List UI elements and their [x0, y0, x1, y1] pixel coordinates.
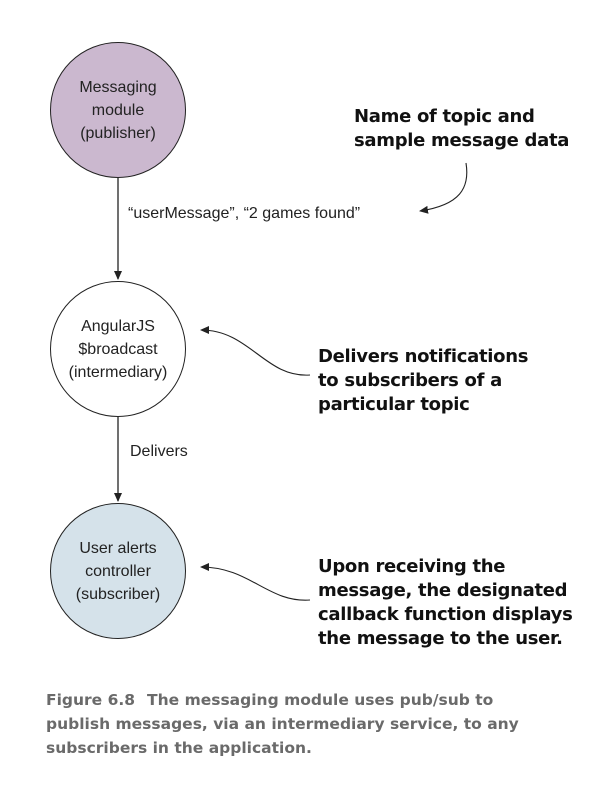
- pointer-upon-note: [200, 563, 311, 601]
- caption-line: subscribers in the application.: [46, 739, 312, 757]
- subscriber-node: User alerts controller (subscriber): [50, 503, 186, 639]
- edge-label-message: “userMessage”, “2 games found”: [128, 205, 361, 222]
- annotation-line: Delivers notifications: [318, 346, 529, 367]
- edge-label-delivers: Delivers: [130, 443, 188, 460]
- intermediary-line-3: (intermediary): [68, 363, 168, 381]
- annotation-topic-note: Name of topic and sample message data: [354, 105, 569, 153]
- caption-label: Figure 6.8: [46, 691, 136, 709]
- caption-line: Figure 6.8 The messaging module uses pub/…: [46, 688, 519, 712]
- annotation-line: Name of topic and: [354, 106, 535, 127]
- intermediary-node: AngularJS $broadcast (intermediary): [50, 281, 186, 417]
- annotation-delivers-note: Delivers notifications to subscribers of…: [318, 345, 528, 417]
- publisher-node: Messaging module (publisher): [50, 42, 186, 178]
- intermediary-line-1: AngularJS: [81, 317, 155, 335]
- publisher-line-1: Messaging: [79, 78, 157, 96]
- subscriber-line-3: (subscriber): [75, 585, 161, 603]
- annotation-callback-note: Upon receiving the message, the designat…: [318, 555, 573, 651]
- figure-caption: Figure 6.8 The messaging module uses pub/…: [46, 688, 519, 760]
- annotation-line: message, the designated: [318, 580, 568, 601]
- publisher-line-2: module: [91, 101, 145, 119]
- annotation-line: Upon receiving the: [318, 556, 506, 577]
- publisher-line-3: (publisher): [80, 124, 156, 142]
- caption-text: The messaging module uses pub/sub to: [147, 691, 494, 709]
- annotation-line: sample message data: [354, 130, 570, 151]
- annotation-line: callback function displays: [318, 604, 573, 625]
- annotation-line: the message to the user.: [318, 628, 563, 649]
- pointer-topic-note: [419, 162, 468, 214]
- pointer-delivers-note: [200, 326, 311, 376]
- subscriber-line-1: User alerts: [79, 539, 157, 557]
- caption-line: publish messages, via an intermediary se…: [46, 715, 519, 733]
- annotation-line: particular topic: [318, 394, 470, 415]
- subscriber-line-2: controller: [85, 562, 151, 580]
- annotation-line: to subscribers of a: [318, 370, 502, 391]
- intermediary-line-2: $broadcast: [78, 340, 158, 358]
